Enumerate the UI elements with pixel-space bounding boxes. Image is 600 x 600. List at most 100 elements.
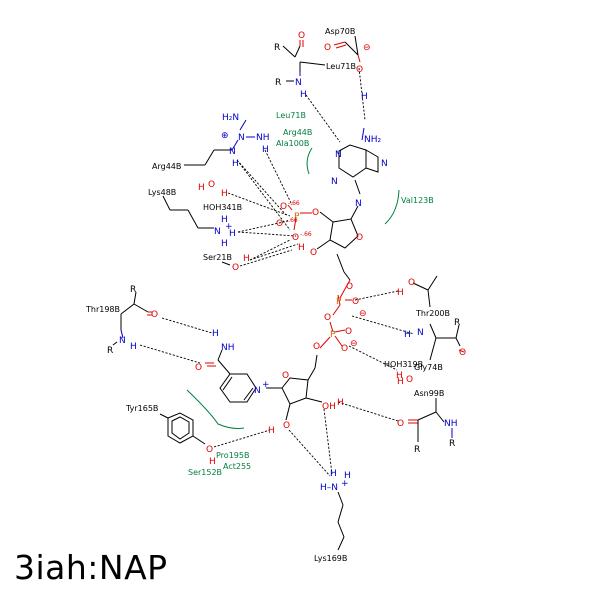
atom-r: R (454, 318, 460, 328)
atom-r: R (449, 439, 455, 449)
partial-charge: -.66 (300, 231, 312, 238)
atom-h: H (243, 254, 250, 264)
atom-n: N (295, 78, 302, 88)
atom-o: O (151, 310, 158, 320)
charge-plus: + (225, 222, 233, 232)
atom-o: O (282, 371, 289, 381)
atom-n: N (119, 336, 126, 346)
residue-label-hoh319b: HOH319B (384, 360, 423, 369)
atom-h: H (330, 469, 337, 479)
pyrophosphate: P O ⊖ O P O ⊖ O O (313, 294, 367, 354)
atom-h: H (221, 239, 228, 249)
hydrophobic-arc-val123b (384, 189, 400, 225)
atom-o: O (283, 421, 290, 431)
atom-h: H (361, 92, 368, 102)
hydrophobic-label-arg44b: Arg44B (283, 128, 312, 137)
atom-o: O (310, 248, 317, 258)
hydrophobic-arc-pro195b (186, 389, 245, 429)
atom-o: O (206, 445, 213, 455)
residue-thr198b: Thr198B R O H N H R (85, 285, 219, 356)
atom-r: R (414, 445, 420, 455)
residue-label-thr200b: Thr200B (415, 309, 450, 318)
hydrophobic-arcs (186, 147, 400, 429)
residue-label-asn99b: Asn99B (414, 389, 444, 398)
residue-asp70b: Asp70B O O ⊖ H (324, 27, 371, 102)
atom-h: H (130, 342, 137, 352)
atom-h: H (397, 377, 404, 387)
residue-lys48b: Lys48B H N + H H (148, 188, 236, 249)
adenosine-phosphate: P O -.66 O -.66 O -.66 (276, 200, 312, 243)
atom-r: R (275, 78, 281, 88)
water-hoh319b: HOH319B Gly74B H O H (384, 360, 443, 387)
adenine-ring: N N N N NH₂ (331, 127, 388, 209)
atom-h: H (209, 457, 216, 467)
atom-n: N (238, 133, 245, 143)
atom-n: N (331, 177, 338, 187)
atom-o: O (292, 233, 299, 243)
atom-o: O (406, 375, 413, 385)
atom-h: H (404, 330, 411, 340)
atom-h: H (396, 371, 403, 381)
residue-label-asp70b: Asp70B (325, 27, 355, 36)
atom-n: N (254, 386, 261, 396)
partial-charge: -.66 (288, 200, 300, 207)
atom-p: P (294, 212, 300, 222)
nicotinamide-ring: NH O N + (195, 343, 282, 403)
residue-label-arg44b: Arg44B (152, 162, 181, 171)
atom-nh: NH (256, 133, 270, 143)
atom-o: O (280, 202, 287, 212)
atom-o: O (324, 313, 331, 323)
hydrophobic-label-act255: Act255 (223, 462, 251, 471)
residue-tyr165b: Tyr165B O H (125, 404, 216, 467)
atom-o: O (346, 282, 353, 292)
atom-o: O (208, 180, 215, 190)
hydrogen-bonds (139, 67, 415, 477)
atom-h: H (198, 183, 205, 193)
residue-ser21b: Ser21B H O (203, 253, 250, 273)
atom-h: H (229, 229, 236, 239)
charge-minus: ⊖ (363, 43, 371, 53)
atom-o: O (397, 419, 404, 429)
hydrophobic-label-val123b: Val123B (401, 196, 434, 205)
hydrophobic-label-leu71b: Leu71B (276, 111, 306, 120)
charge-plus: ⊕ (221, 131, 229, 141)
atom-o: O (408, 278, 415, 288)
atom-o: O (232, 263, 239, 273)
residue-label-thr198b: Thr198B (85, 305, 120, 314)
atom-o: O (356, 65, 363, 75)
atom-h: H (232, 159, 239, 169)
page-title: 3iah:NAP (14, 548, 168, 587)
atom-r: R (107, 346, 113, 356)
atom-h: H (262, 145, 269, 155)
hydrophobic-label-ser152b: Ser152B (188, 468, 222, 477)
atom-h: H (221, 189, 228, 199)
atom-o: O (195, 363, 202, 373)
atom-o: O (276, 219, 283, 229)
atom-oh: OH (322, 402, 336, 412)
adenosine-ribose: O O H O O (298, 205, 363, 299)
atom-o: O (345, 327, 352, 337)
atom-nh2: NH₂ (364, 135, 382, 145)
atom-p: P (330, 330, 336, 340)
atom-h2n: H₂N (222, 113, 239, 123)
atom-o: O (356, 233, 363, 243)
residue-label-lys169b: Lys169B (314, 554, 347, 563)
charge-plus: + (262, 380, 270, 390)
residue-label-ser21b: Ser21B (203, 253, 232, 262)
water-hoh341b: H O H HOH341B (198, 180, 242, 212)
nicotinamide-ribose: O OH H O H (268, 354, 344, 436)
atom-h: H (298, 243, 305, 253)
atom-nh: NH (444, 419, 458, 429)
atom-o: O (341, 344, 348, 354)
residue-asn99b: Asn99B O NH R R (397, 389, 458, 455)
atom-o: O (459, 348, 466, 358)
residue-label-tyr165b: Tyr165B (125, 404, 158, 413)
atom-n: N (335, 150, 342, 160)
hydrophobic-label-ala100b: Ala100B (276, 139, 309, 148)
hydrophobic-arc-arg44b (306, 147, 313, 175)
atom-n: N (214, 227, 221, 237)
charge-minus: ⊖ (350, 339, 358, 349)
residue-label-gly74b: Gly74B (414, 363, 443, 372)
residue-thr200b: O H Thr200B H N R O (397, 275, 466, 361)
